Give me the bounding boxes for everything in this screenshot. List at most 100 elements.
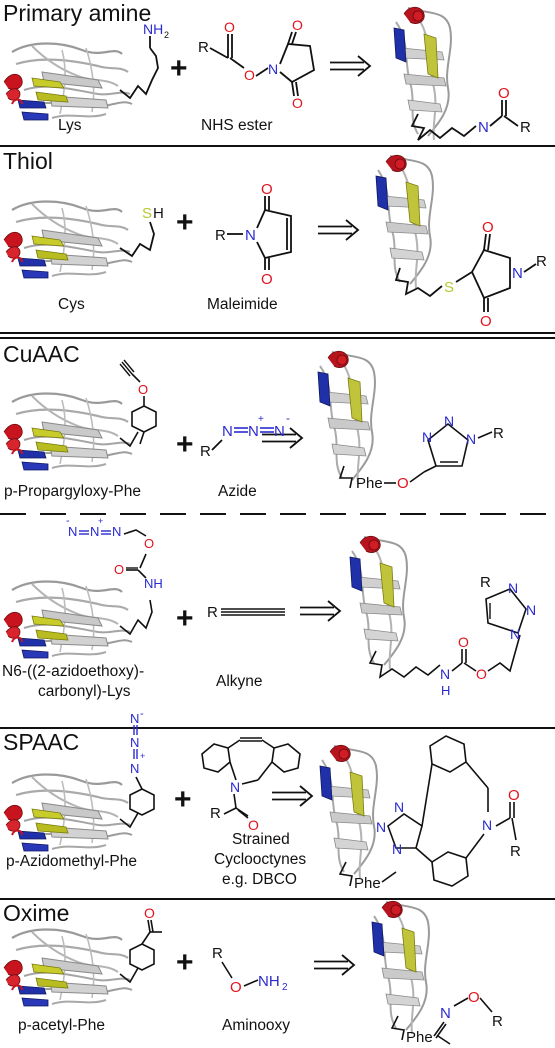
atom-o-nhs-bottom: O: [292, 95, 303, 111]
atom-n-maleimide: N: [245, 227, 256, 244]
nhs-ester-structure: R O O N O O: [198, 17, 315, 111]
divider-2-double-top: [0, 332, 555, 334]
atom-n1-azide: N: [222, 423, 233, 440]
plus-sign-5: +: [174, 783, 192, 816]
atom-n-triazole-2c: N: [510, 626, 520, 642]
atom-o-product-2b: O: [476, 666, 487, 682]
atom-phe-product-6: Phe: [406, 1029, 433, 1046]
atom-n-triazole-1b: N: [444, 413, 454, 429]
product-thioether: S O O N R: [375, 154, 547, 330]
atom-r-aminooxy: R: [212, 945, 223, 962]
atom-o-dbco: O: [248, 817, 259, 833]
atom-r-alkyne: R: [207, 604, 218, 621]
atom-n-azidomethyl-a: N: [130, 761, 139, 776]
residue-label-azidoethoxy-line1: N6-((2-azidoethoxy)-: [2, 663, 145, 680]
atom-o-acetyl: O: [144, 905, 155, 921]
plus-sign-3: +: [176, 428, 194, 461]
product-triazole-1: Phe O N N N R: [317, 350, 504, 492]
atom-nh-carbamate: NH: [144, 576, 163, 591]
plus-sign-1: +: [170, 52, 188, 85]
atom-n-triazole-2a: N: [508, 580, 518, 596]
charge-plus-azide: +: [258, 414, 264, 425]
reagent-label-alkyne: Alkyne: [216, 673, 263, 690]
atom-h-cys: H: [153, 205, 164, 222]
residue-label-acetyl-phe: p-acetyl-Phe: [18, 1017, 106, 1034]
product-oxime: Phe N O R: [371, 900, 503, 1046]
residue-label-lys: Lys: [58, 117, 82, 134]
residue-label-azidoethoxy-line2: carbonyl)-Lys: [38, 683, 131, 700]
charge-plus-5: +: [140, 751, 145, 761]
protein-propargyloxy-phe: O: [2, 359, 157, 472]
divider-1: [0, 145, 555, 147]
atom-o-maleimide-bottom: O: [261, 271, 273, 288]
atom-r-triazole-1: R: [493, 425, 504, 442]
reagent-label-aminooxy: Aminooxy: [222, 1017, 291, 1034]
plus-sign-4: +: [176, 602, 194, 635]
divider-3: [0, 727, 555, 729]
charge-plus-4: +: [98, 516, 103, 526]
section-title-oxime: Oxime: [3, 900, 70, 926]
atom-n-amide-product: N: [478, 119, 489, 136]
protein-lys: NH 2: [2, 21, 169, 122]
reagent-label-maleimide: Maleimide: [207, 296, 278, 313]
atom-n-azidomethyl-b: N: [130, 735, 139, 750]
atom-h-product-2: H: [441, 683, 450, 698]
atom-r-product: R: [536, 253, 547, 270]
product-lys-amide: N O R: [393, 6, 531, 141]
atom-n-triazole-5a: N: [392, 841, 402, 857]
atom-n-triazole-1c: N: [466, 431, 476, 447]
atom-r-dbco: R: [210, 805, 221, 822]
atom-n3-azide: N: [274, 423, 285, 440]
atom-s-product: S: [444, 279, 454, 296]
atom-n-dbco: N: [230, 779, 240, 795]
atom-n-triazole-5c: N: [394, 799, 404, 815]
plus-sign-2: +: [176, 206, 194, 239]
plus-sign-6: +: [176, 946, 194, 979]
divider-4: [0, 898, 555, 900]
atom-o-product-top: O: [482, 219, 494, 236]
atom-n-azide-4c: N: [112, 524, 121, 539]
atom-o-nhs-ester: O: [244, 67, 255, 83]
atom-subscript-2-aminooxy: 2: [282, 982, 288, 993]
aminooxy-structure: R O NH 2: [212, 945, 288, 996]
atom-o-product-bottom: O: [480, 313, 492, 330]
atom-phe-product-1: Phe: [356, 475, 383, 492]
residue-label-propargyloxy-phe: p-Propargyloxy-Phe: [4, 483, 141, 500]
atom-o-product-5: O: [508, 787, 520, 804]
atom-o-product-1: O: [397, 475, 409, 492]
protein-acetyl-phe: O: [2, 905, 162, 1008]
atom-o-carbamate-2: O: [144, 536, 154, 551]
atom-n-triazole-5b: N: [376, 819, 386, 835]
atom-r-nhs: R: [198, 39, 209, 56]
atom-r-amide-product: R: [520, 119, 531, 136]
atom-o-nhs-carbonyl: O: [224, 19, 235, 35]
reagent-label-cyclooctynes: Cyclooctynes: [214, 851, 307, 868]
atom-r-azide: R: [200, 443, 211, 460]
atom-subscript-2-lys: 2: [164, 30, 169, 40]
reagent-label-azide: Azide: [218, 483, 257, 500]
atom-n-product-2: N: [440, 666, 450, 682]
azide-structure: R N N + N -: [200, 411, 290, 460]
reaction-arrow-6: [313, 954, 355, 976]
protein-azidoethoxy-lys: NH O O N - N + N: [2, 515, 163, 660]
section-title-thiol: Thiol: [3, 148, 53, 174]
atom-n-azidomethyl-c: N: [130, 711, 139, 726]
atom-r-product-2: R: [480, 574, 491, 591]
reagent-label-strained: Strained: [232, 831, 290, 848]
reagent-label-dbco: e.g. DBCO: [222, 871, 297, 888]
charge-minus-4: -: [66, 515, 70, 527]
residue-label-cys: Cys: [58, 296, 85, 313]
protein-cys: S H: [2, 200, 164, 280]
atom-o-carbamate-1: O: [114, 562, 124, 577]
maleimide-structure: R N O O: [215, 181, 292, 288]
dashed-divider: [0, 513, 555, 515]
atom-n-triazole-2b: N: [526, 602, 536, 618]
atom-o-oxime: O: [468, 989, 480, 1006]
divider-2-double-bottom: [0, 337, 555, 339]
product-triazole-2: N H O O R N N N: [349, 535, 536, 698]
atom-n-triazole-1a: N: [422, 429, 432, 445]
dbco-structure: N O R: [201, 737, 301, 833]
atom-nh2-aminooxy: NH: [258, 973, 280, 990]
atom-o-maleimide-top: O: [261, 181, 273, 198]
product-spaac: Phe N N N N O R: [319, 735, 521, 892]
